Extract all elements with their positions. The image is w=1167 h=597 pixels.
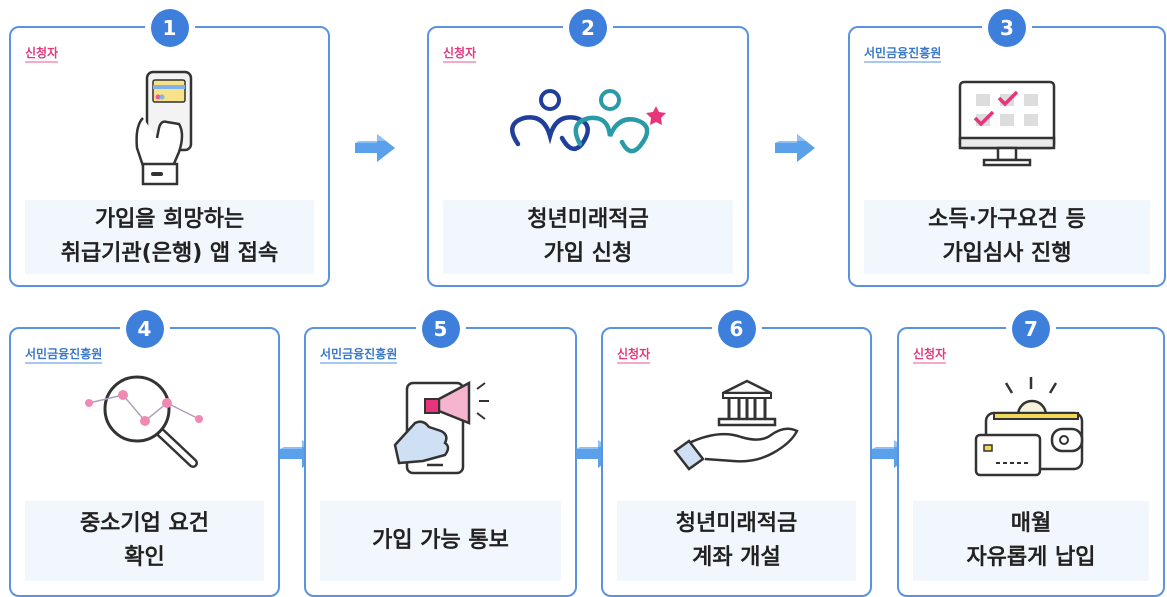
actor-tag: 신청자: [617, 347, 651, 364]
desc-line-2: 자유롭게 납입: [966, 545, 1096, 570]
desc-line-1: 청년미래적금: [527, 207, 649, 232]
desc-line-2: 계좌 개설: [692, 545, 781, 570]
actor-tag: 신청자: [913, 347, 947, 364]
step-number-badge: 4: [125, 310, 164, 348]
desc-line-1: 매월: [1010, 511, 1052, 536]
actor-tag: 서민금융진흥원: [320, 347, 398, 364]
wallet-coin-icon: [974, 377, 1084, 477]
desc-line-1: 청년미래적금: [675, 511, 798, 536]
youth-people-logo-icon: [510, 89, 666, 154]
desc-line-2: 가입 신청: [543, 241, 633, 266]
step-number-badge: 7: [1012, 310, 1050, 348]
actor-tag: 신청자: [25, 46, 59, 63]
step-number-badge: 5: [421, 310, 460, 348]
arrow-right-icon: [775, 134, 815, 162]
phone-in-hand-icon: [134, 70, 192, 186]
bank-in-hand-icon: [672, 379, 799, 471]
desc-line-2: 가입심사 진행: [942, 241, 1072, 266]
step-number-badge: 1: [150, 9, 189, 47]
desc-line-2: 취급기관(은행) 앱 접속: [60, 241, 279, 266]
actor-tag: 서민금융진흥원: [864, 46, 942, 63]
arrow-right-icon: [355, 134, 395, 162]
desc-line-1: 소득·가구요건 등: [928, 207, 1086, 232]
phone-megaphone-icon: [393, 380, 489, 475]
actor-tag: 서민금융진흥원: [25, 347, 103, 364]
actor-tag: 신청자: [443, 46, 477, 63]
monitor-checklist-icon: [958, 80, 1056, 167]
desc-line-1: 가입을 희망하는: [94, 207, 245, 232]
step-number-badge: 3: [988, 9, 1026, 47]
step-number-badge: 2: [569, 9, 607, 47]
magnifier-chart-icon: [84, 375, 203, 468]
desc-line-2: 확인: [124, 545, 165, 570]
step-description: 가입 가능 통보: [320, 501, 561, 581]
desc-line-1: 가입 가능 통보: [372, 528, 509, 553]
desc-line-1: 중소기업 요건: [79, 511, 210, 536]
step-number-badge: 6: [717, 310, 756, 348]
step-card-5: 5 서민금융진흥원 가입 가능 통보: [304, 310, 577, 597]
